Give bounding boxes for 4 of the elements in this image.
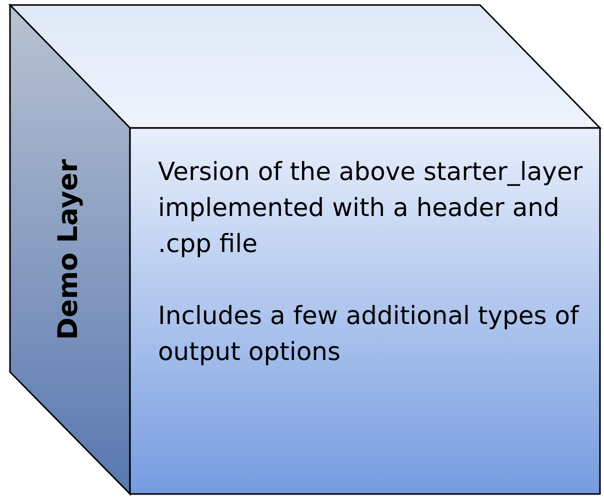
layer-title: Demo Layer bbox=[52, 158, 84, 340]
cube-shape bbox=[8, 4, 602, 496]
description-text: Version of the above starter_layer implemented with a header and .cpp file bbox=[158, 156, 584, 260]
description-text: Includes a few additional types of output options bbox=[158, 300, 580, 368]
